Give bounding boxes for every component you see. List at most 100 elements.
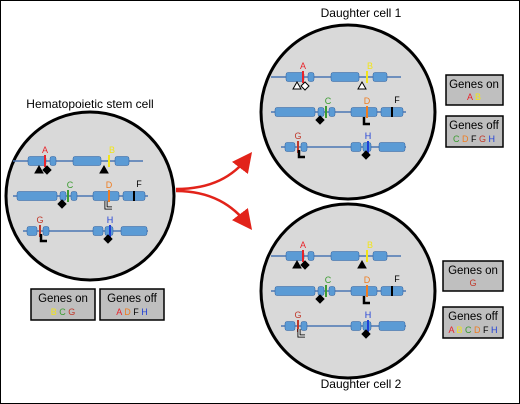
hsc-genes-off-letters: A D F H xyxy=(116,307,148,317)
exon xyxy=(114,156,130,166)
gene-letter-d: D xyxy=(122,307,132,317)
gene-letter-g: G xyxy=(476,134,486,144)
daughter2-genes-off-label: Genes off xyxy=(448,311,498,323)
exon xyxy=(274,286,316,296)
gene-label-c: C xyxy=(67,180,74,190)
daughter1-title: Daughter cell 1 xyxy=(321,6,402,20)
open-diamond-icon xyxy=(300,81,310,91)
exon xyxy=(285,72,305,82)
exon xyxy=(285,251,305,261)
filled-diamond-icon xyxy=(315,294,325,304)
filled-l-shape-icon xyxy=(362,296,370,305)
daughter2-genes-on-letters: G xyxy=(469,278,476,288)
gene-letter-h: H xyxy=(486,134,495,144)
gene-label-d: D xyxy=(106,180,113,190)
exon xyxy=(42,226,50,236)
arrow-to-daughter1 xyxy=(175,152,253,191)
daughter2-genes-on-label: Genes on xyxy=(448,265,498,277)
gene-letter-d: D xyxy=(472,325,482,335)
exon xyxy=(350,321,362,331)
exon xyxy=(26,226,38,236)
gene-label-c: C xyxy=(325,275,332,285)
daughter1-genes-off-label: Genes off xyxy=(449,120,499,132)
filled-diamond-icon xyxy=(300,260,310,270)
gene-label-g: G xyxy=(294,131,301,141)
filled-triangle-icon xyxy=(292,259,302,269)
gene-letter-c: C xyxy=(463,325,473,335)
exon xyxy=(300,321,308,331)
arrow-to-daughter2 xyxy=(175,189,253,230)
exon xyxy=(307,251,315,261)
exon xyxy=(378,142,406,152)
gene-letter-d: D xyxy=(459,134,469,144)
open-l-shape-inner xyxy=(105,201,112,209)
exon xyxy=(328,107,336,117)
exon xyxy=(330,72,360,82)
filled-diamond-icon xyxy=(42,165,52,175)
exon xyxy=(120,226,148,236)
filled-l-shape-icon xyxy=(39,234,47,243)
daughter1-genes-on-letters: A B xyxy=(467,92,481,102)
exon xyxy=(328,286,336,296)
exon xyxy=(330,251,360,261)
gene-label-b: B xyxy=(367,240,373,250)
exon xyxy=(70,191,78,201)
exon xyxy=(372,72,388,82)
gene-letter-f: F xyxy=(131,307,140,317)
filled-l-shape-icon xyxy=(362,117,370,126)
daughter2-genes-off-box xyxy=(442,306,504,339)
gene-label-d: D xyxy=(364,275,371,285)
daughter1-genes-off-box xyxy=(445,115,504,148)
exon xyxy=(92,191,120,201)
exon xyxy=(350,142,362,152)
gene-label-f: F xyxy=(394,95,400,105)
exon xyxy=(378,321,406,331)
gene-letter-g: G xyxy=(66,307,76,317)
gene-label-h: H xyxy=(107,215,114,225)
exon xyxy=(16,191,58,201)
gene-label-d: D xyxy=(364,96,371,106)
exon xyxy=(300,142,308,152)
gene-label-g: G xyxy=(294,310,301,320)
filled-triangle-icon xyxy=(34,164,44,174)
gene-letter-c: C xyxy=(57,307,67,317)
exon xyxy=(284,321,296,331)
gene-label-a: A xyxy=(300,61,306,71)
gene-label-f: F xyxy=(136,179,142,189)
gene-letter-b: B xyxy=(51,307,57,317)
exon xyxy=(317,286,325,296)
gene-letter-c: C xyxy=(453,134,460,144)
gene-letter-a: A xyxy=(448,325,454,335)
gene-letter-h: H xyxy=(139,307,148,317)
gene-letter-g: G xyxy=(469,278,476,288)
gene-label-a: A xyxy=(300,240,306,250)
daughter2-title: Daughter cell 2 xyxy=(321,377,402,391)
hsc-genes-off-label: Genes off xyxy=(107,293,157,305)
exon xyxy=(59,191,67,201)
exon xyxy=(72,156,102,166)
hsc-genes-on-label: Genes on xyxy=(38,293,88,305)
exon xyxy=(307,72,315,82)
filled-diamond-icon xyxy=(57,199,67,209)
filled-diamond-icon xyxy=(315,115,325,125)
exon xyxy=(372,251,388,261)
gene-letter-f: F xyxy=(468,134,477,144)
daughter1-genes-on-box xyxy=(445,74,504,106)
exon xyxy=(350,286,378,296)
gene-letter-b: B xyxy=(473,92,482,102)
exon xyxy=(49,156,57,166)
exon xyxy=(92,226,104,236)
gene-label-g: G xyxy=(36,215,43,225)
daughter2-genes-on-box xyxy=(442,260,504,292)
exon xyxy=(317,107,325,117)
exon xyxy=(350,107,378,117)
gene-label-f: F xyxy=(394,274,400,284)
hsc-title: Hematopoietic stem cell xyxy=(26,97,153,111)
open-triangle-icon xyxy=(292,80,302,90)
daughter1-genes-on-label: Genes on xyxy=(449,79,499,91)
gene-letter-a: A xyxy=(467,92,473,102)
